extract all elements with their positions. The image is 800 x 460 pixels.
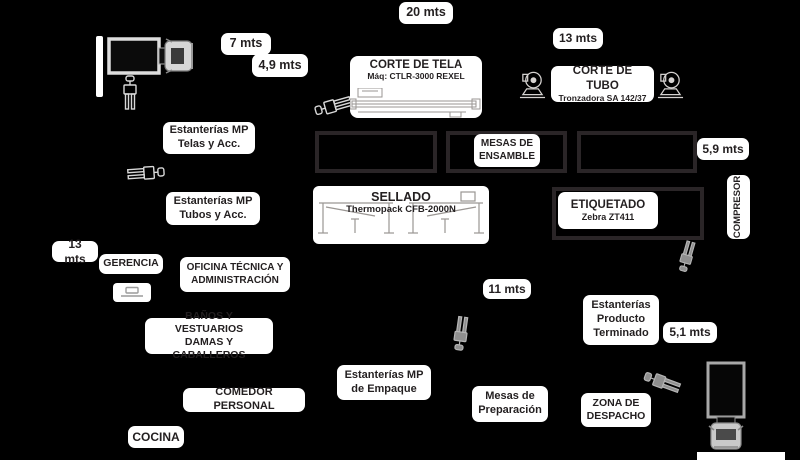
pallet-jack-icon: [123, 75, 137, 110]
area-zona-de-despacho: ZONA DE DESPACHO: [581, 393, 651, 427]
pallet-jack-icon: [643, 372, 682, 394]
measurement-13mts-left: 13 mts: [52, 237, 98, 266]
measurement-4-9mts: 4,9 mts: [252, 54, 308, 77]
measurement-11mts: 11 mts: [483, 279, 531, 299]
chop-saw-icon: [657, 71, 684, 99]
area-estanterias-mp-telas: Estanterías MP Telas y Acc.: [163, 122, 255, 154]
area-banos-vestuarios: BAÑOS Y VESTUARIOS DAMAS Y CABALLEROS: [145, 310, 273, 361]
measurement-20mts: 20 mts: [399, 2, 453, 24]
pallet-jack-icon: [679, 240, 696, 272]
area-corte-de-tubo: CORTE DE TUBO Tronzadora SA 142/37: [551, 65, 654, 104]
area-estanterias-mp-empaque: Estanterías MP de Empaque: [337, 365, 431, 400]
area-title: COMPRESOR: [732, 175, 744, 239]
area-oficina-tecnica: OFICINA TÉCNICA Y ADMINISTRACIÓN: [180, 257, 290, 292]
area-title: ETIQUETADO: [570, 198, 646, 211]
area-sellado: SELLADO Thermopack CFB-2000N: [313, 186, 489, 244]
dispatch-dock-bar: [697, 452, 785, 460]
truck-icon: [706, 361, 746, 450]
loading-dock-wall: [96, 36, 103, 97]
measurement-5-9mts: 5,9 mts: [697, 138, 749, 160]
desk-icon: [113, 283, 151, 302]
area-title: CORTE DE TELA: [369, 59, 463, 71]
area-estanterias-producto-terminado: Estanterías Producto Terminado: [583, 295, 659, 345]
area-mesas-de-ensamble: MESAS DE ENSAMBLE: [474, 134, 540, 167]
truck-icon: [107, 37, 193, 75]
machine-model: Thermopack CFB-2000N: [346, 204, 456, 215]
machine-model: Zebra ZT411: [581, 212, 635, 223]
pallet-jack-icon: [126, 165, 165, 180]
fabric-cutting-machine-drawing: [350, 88, 481, 118]
assembly-table: [315, 131, 437, 173]
chop-saw-icon: [519, 71, 546, 99]
area-estanterias-mp-tubos: Estanterías MP Tubos y Acc.: [166, 192, 260, 225]
area-etiquetado: ETIQUETADO Zebra ZT411: [558, 192, 658, 229]
sealing-machine-drawing: [318, 191, 484, 234]
measurement-5-1mts: 5,1 mts: [663, 322, 717, 343]
pallet-jack-icon: [314, 95, 353, 116]
area-title: SELLADO: [371, 190, 431, 204]
measurement-13mts-top: 13 mts: [553, 28, 603, 49]
pallet-jack-icon: [453, 315, 469, 351]
area-title: CORTE DE TUBO: [572, 65, 633, 92]
machine-model: Máq: CTLR-3000 REXEL: [367, 71, 465, 81]
area-compresor: COMPRESOR: [727, 175, 750, 239]
area-comedor-personal: COMEDOR PERSONAL: [183, 386, 305, 412]
measurement-7mts: 7 mts: [221, 33, 271, 55]
area-cocina: COCINA: [128, 426, 184, 448]
area-gerencia: GERENCIA: [99, 254, 163, 274]
area-corte-de-tela: CORTE DE TELA Máq: CTLR-3000 REXEL: [350, 56, 482, 118]
machine-model: Tronzadora SA 142/37: [558, 93, 647, 104]
assembly-table: [577, 131, 697, 173]
area-mesas-de-preparacion: Mesas de Preparación: [472, 386, 548, 422]
